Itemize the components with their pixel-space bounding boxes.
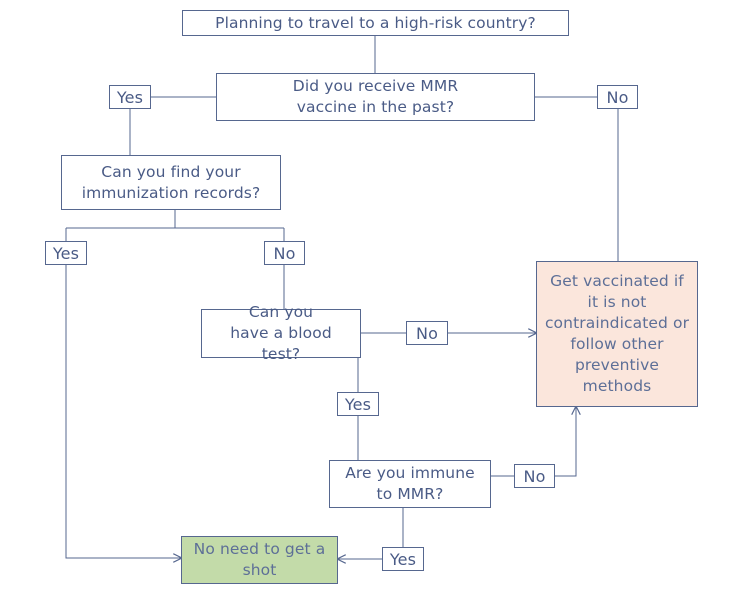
- records-yes-label: Yes: [45, 241, 87, 265]
- mmr-vaccine-question-box: Did you receive MMR vaccine in the past?: [216, 73, 535, 121]
- connector-no-up-to-vaccinate: [555, 407, 576, 477]
- mmr-yes-label: Yes: [109, 85, 151, 109]
- records-no-label: No: [264, 241, 305, 265]
- immune-no-label: No: [514, 464, 555, 488]
- blood-yes-label: Yes: [337, 392, 379, 416]
- start-question-box: Planning to travel to a high-risk countr…: [182, 10, 569, 36]
- immune-yes-label: Yes: [382, 547, 424, 571]
- vaccinate-outcome-box: Get vaccinated if it is not contraindica…: [536, 261, 698, 407]
- no-shot-outcome-box: No need to get a shot: [181, 536, 338, 584]
- immune-question-box: Are you immune to MMR?: [329, 460, 491, 508]
- immunization-records-question-box: Can you find your immunization records?: [61, 155, 281, 210]
- blood-test-question-box: Can you have a blood test?: [201, 303, 361, 363]
- mmr-no-label: No: [597, 85, 638, 109]
- connector-records-yes-to-noshot: [65, 265, 181, 558]
- blood-no-label: No: [406, 321, 448, 345]
